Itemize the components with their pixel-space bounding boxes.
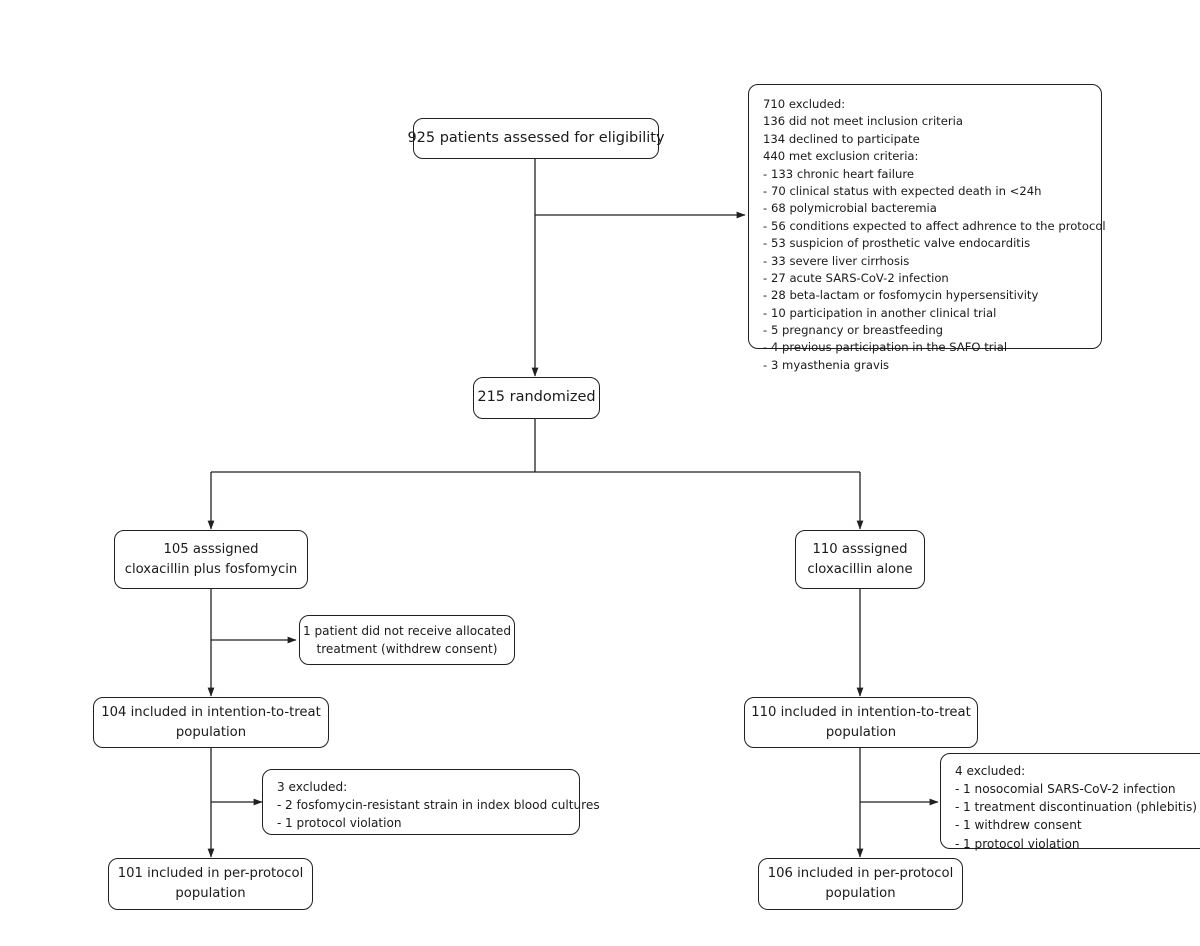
node-text-line: 104 included in intention-to-treat xyxy=(101,704,321,720)
node-text-line: population xyxy=(825,724,897,740)
node-randomized: 215 randomized xyxy=(473,377,600,419)
node-assigned-cloxacillin-alone: 110 asssigned cloxacillin alone xyxy=(795,530,925,589)
node-text-line: 56 conditions expected to affect adhrenc… xyxy=(749,218,1106,236)
node-text-line: 4 excluded: xyxy=(955,764,1026,778)
node-text-line: 27 acute SARS-CoV-2 infection xyxy=(749,270,949,288)
node-text-line: 1 treatment discontinuation (phlebitis) xyxy=(941,798,1197,816)
node-text-line: 215 randomized xyxy=(477,389,596,406)
node-text-line: 134 declined to participate xyxy=(763,131,920,146)
node-text-line: 1 patient did not receive allocated xyxy=(302,623,512,638)
node-text-line: 70 clinical status with expected death i… xyxy=(749,183,1041,201)
node-excluded-per-protocol-left: 3 excluded: 2 fosfomycin-resistant strai… xyxy=(262,769,600,835)
node-text-line: 106 included in per-protocol xyxy=(767,866,954,882)
node-text-line: 1 protocol violation xyxy=(263,814,402,832)
node-per-protocol-left: 101 included in per-protocol population xyxy=(108,858,313,910)
node-intention-to-treat-left: 104 included in intention-to-treat popul… xyxy=(93,697,329,748)
node-text-line: treatment (withdrew consent) xyxy=(316,642,498,656)
node-intention-to-treat-right: 110 included in intention-to-treat popul… xyxy=(744,697,978,748)
node-text-line: 110 asssigned xyxy=(812,541,908,557)
node-text-line: 1 nosocomial SARS-CoV-2 infection xyxy=(941,780,1176,798)
node-text-line: 5 pregnancy or breastfeeding xyxy=(749,322,943,340)
node-text-line: 1 withdrew consent xyxy=(941,816,1082,834)
node-text-line: 4 previous participation in the SAFO tri… xyxy=(749,339,1007,357)
node-text-line: 710 excluded: xyxy=(763,97,846,111)
node-text-line: 925 patients assessed for eligibility xyxy=(407,129,665,146)
node-text-line: 10 participation in another clinical tri… xyxy=(749,305,996,323)
node-text-line: 133 chronic heart failure xyxy=(749,166,914,184)
node-text-line: 33 severe liver cirrhosis xyxy=(749,253,909,271)
node-text-line: 101 included in per-protocol xyxy=(117,866,304,882)
node-text-line: 105 asssigned xyxy=(163,541,259,557)
node-text-line: 28 beta-lactam or fosfomycin hypersensit… xyxy=(749,287,1038,305)
node-assigned-cloxacillin-plus-fosfomycin: 105 asssigned cloxacillin plus fosfomyci… xyxy=(114,530,308,589)
node-text-line: 68 polymicrobial bacteremia xyxy=(749,200,937,218)
node-text-line: population xyxy=(825,886,896,901)
node-text-line: cloxacillin plus fosfomycin xyxy=(124,561,298,577)
node-excluded-per-protocol-right: 4 excluded: 1 nosocomial SARS-CoV-2 infe… xyxy=(940,753,1200,853)
node-excluded-at-screening: 710 excluded: 136 did not meet inclusion… xyxy=(748,84,1106,375)
node-text-line: 3 excluded: xyxy=(277,780,348,794)
node-text-line: population xyxy=(175,724,247,740)
node-text-line: cloxacillin alone xyxy=(807,561,913,577)
node-text-line: population xyxy=(175,886,246,901)
node-text-line: 2 fosfomycin-resistant strain in index b… xyxy=(263,796,600,814)
node-text-line: 440 met exclusion criteria: xyxy=(763,149,919,164)
node-text-line: 136 did not meet inclusion criteria xyxy=(763,114,963,129)
node-text-line: 1 protocol violation xyxy=(941,835,1080,853)
node-did-not-receive-allocated-treatment: 1 patient did not receive allocated trea… xyxy=(299,615,515,665)
node-per-protocol-right: 106 included in per-protocol population xyxy=(758,858,963,910)
node-assessed-for-eligibility: 925 patients assessed for eligibility xyxy=(407,118,665,159)
node-text-line: 53 suspicion of prosthetic valve endocar… xyxy=(749,235,1030,253)
node-text-line: 3 myasthenia gravis xyxy=(749,357,889,375)
node-text-line: 110 included in intention-to-treat xyxy=(751,704,971,720)
